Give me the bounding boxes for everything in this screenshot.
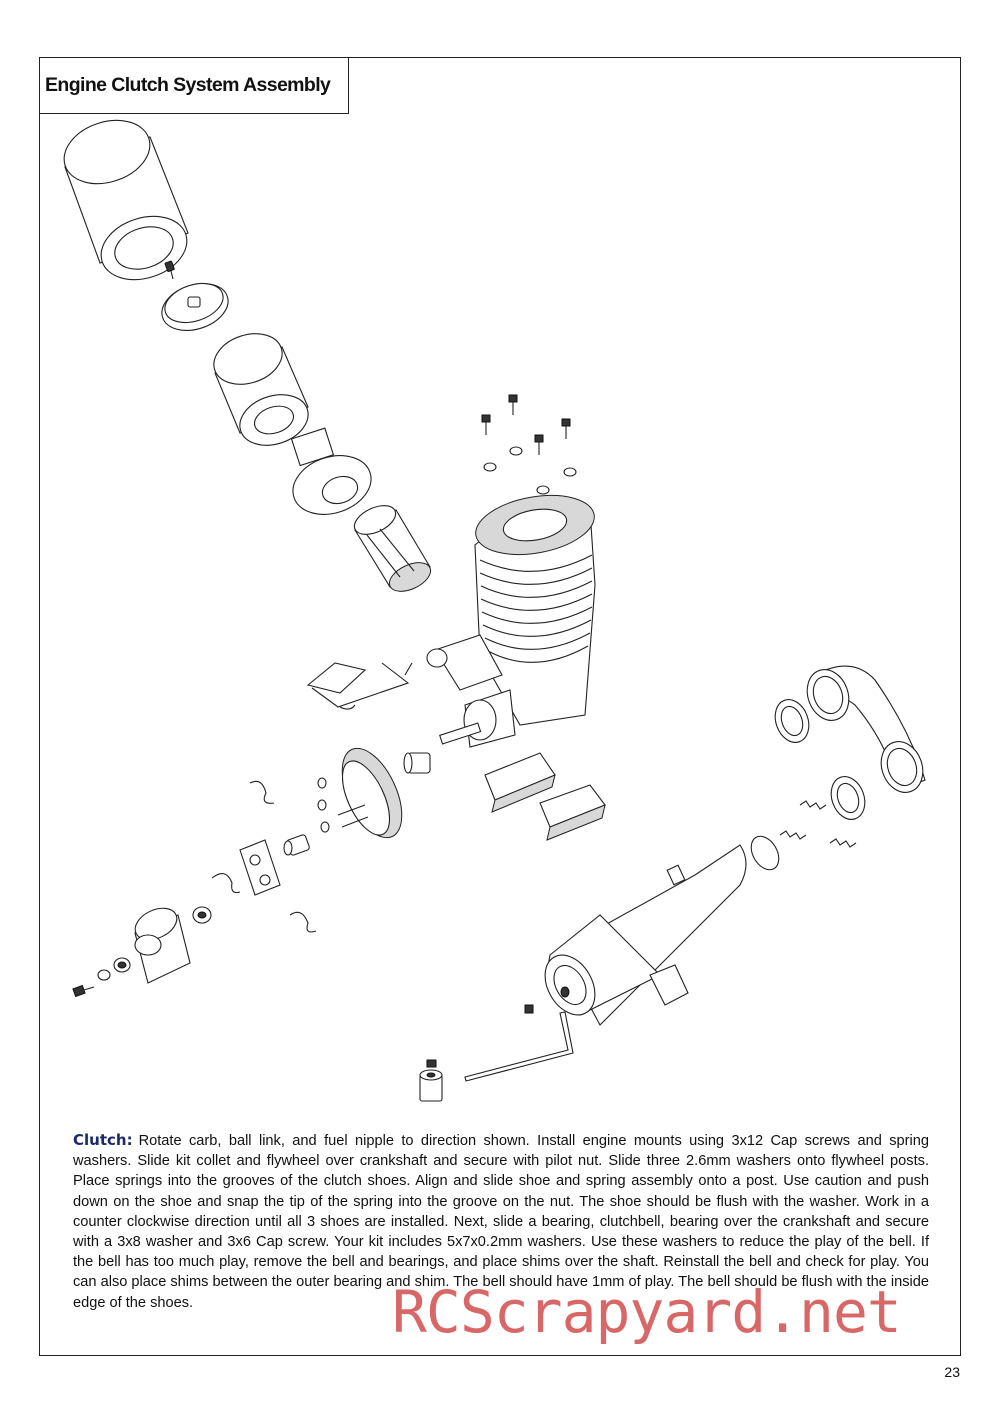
clutch-bell xyxy=(134,907,191,984)
engine-head-screws xyxy=(481,394,577,495)
flywheel xyxy=(337,747,403,839)
bell-cap-screw xyxy=(72,984,95,998)
header-coupler xyxy=(774,699,866,820)
bearing-inner xyxy=(192,906,212,924)
page-frame xyxy=(39,57,961,1356)
exploded-assembly-diagram xyxy=(63,119,926,1102)
engine-mount-left xyxy=(484,752,556,813)
clutch-springs xyxy=(211,780,317,933)
exhaust-header-pipe xyxy=(806,665,926,793)
pilot-nut xyxy=(283,834,310,856)
tuned-pipe-muffler xyxy=(544,835,780,1026)
nitro-engine xyxy=(426,495,596,748)
filter-cap xyxy=(161,282,229,331)
flywheel-washers xyxy=(317,777,330,833)
bearing-outer xyxy=(113,957,131,973)
filter-screw xyxy=(164,260,175,280)
air-filter-foam-inner xyxy=(213,333,309,446)
muffler-screw xyxy=(524,1004,534,1014)
hex-wrench xyxy=(464,1011,574,1082)
instructions-heading: Clutch: xyxy=(73,1131,133,1149)
air-filter-foam-outer xyxy=(63,119,189,281)
throttle-return-spring xyxy=(306,662,413,710)
bell-washer xyxy=(97,969,111,981)
instructions-body: Rotate carb, ball link, and fuel nipple … xyxy=(73,1133,929,1311)
collet xyxy=(403,752,431,774)
filter-mesh-element xyxy=(353,505,432,592)
set-screw xyxy=(426,1059,437,1068)
watermark: RCScrapyard.net xyxy=(392,1278,902,1346)
engine-mount-right xyxy=(539,784,606,841)
air-filter-base xyxy=(290,427,372,515)
pipe-mount-post xyxy=(419,1069,443,1102)
page-title: Engine Clutch System Assembly xyxy=(39,57,349,114)
clutch-instructions: Clutch:Rotate carb, ball link, and fuel … xyxy=(73,1130,929,1313)
clutch-shoes xyxy=(239,839,281,896)
page-number: 23 xyxy=(944,1364,960,1380)
exhaust-springs xyxy=(779,800,857,848)
